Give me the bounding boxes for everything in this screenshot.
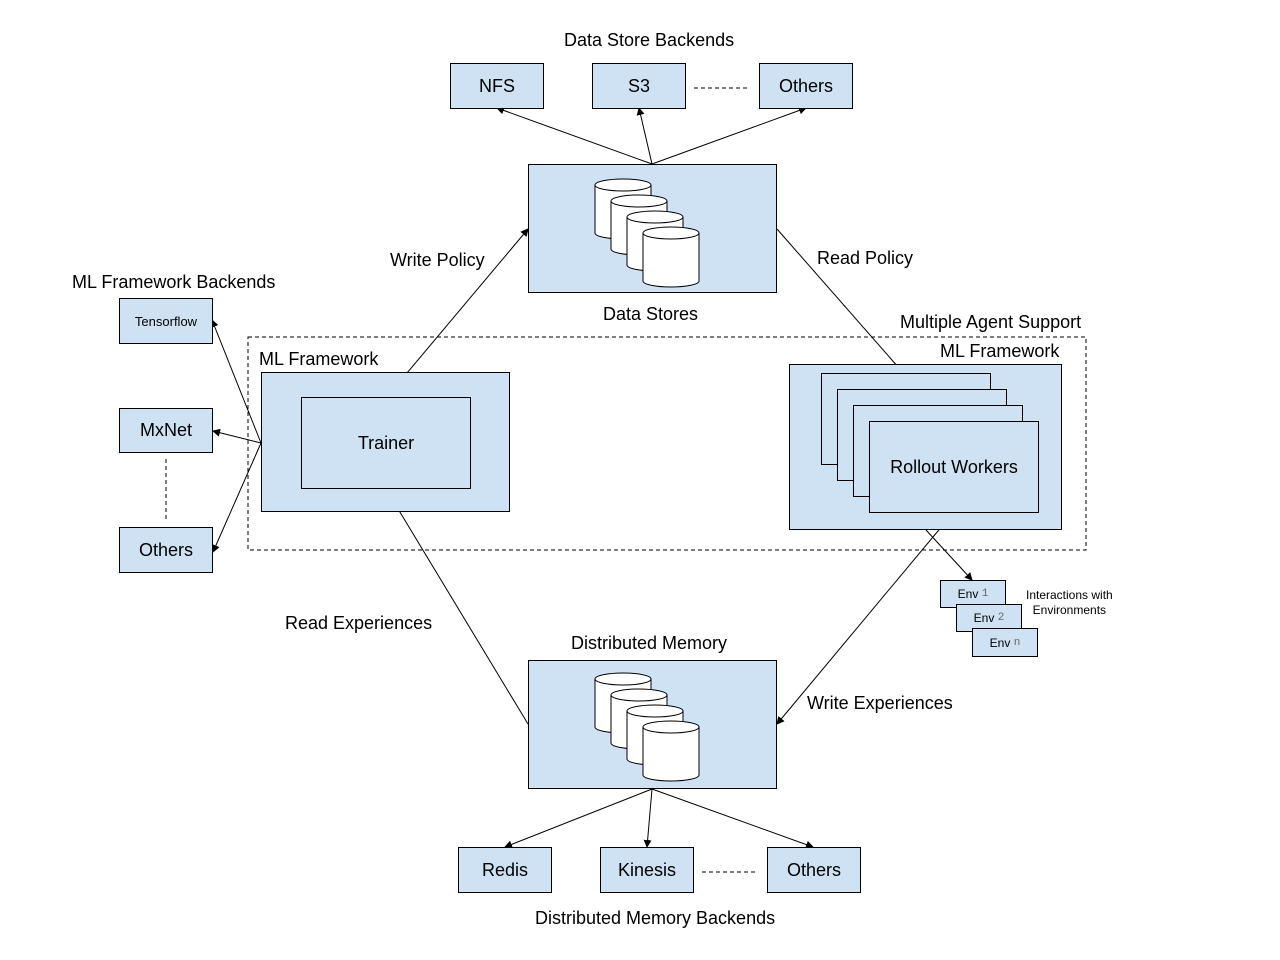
framework-others-backend: Others xyxy=(119,527,213,573)
database-icon xyxy=(594,178,700,288)
datastore-others-backend: Others xyxy=(759,63,853,109)
kinesis-backend: Kinesis xyxy=(600,847,694,893)
trainer-box: Trainer xyxy=(301,397,471,489)
env-1-suffix: 1 xyxy=(981,588,989,600)
redis-backend: Redis xyxy=(458,847,552,893)
rollout-workers-box: Rollout Workers xyxy=(869,421,1039,513)
read-policy-label: Read Policy xyxy=(817,248,914,268)
tensorflow-backend: Tensorflow xyxy=(119,298,213,344)
memory-others-backend: Others xyxy=(767,847,861,893)
arrow-to-memory-others xyxy=(651,788,814,849)
arrow-to-environments xyxy=(925,529,973,581)
multi-agent-label: Multiple Agent Support xyxy=(900,312,1082,332)
env-n-prefix: Env xyxy=(989,635,1011,650)
arrow-to-nfs xyxy=(496,106,653,165)
arrow-to-kinesis xyxy=(643,788,653,848)
read-experiences-label: Read Experiences xyxy=(285,613,433,633)
env-2-prefix: Env xyxy=(973,611,995,625)
read-experiences-arrow xyxy=(385,488,529,725)
read-policy-arrow xyxy=(776,228,907,377)
environments-caption-line2: Environments xyxy=(1032,603,1107,617)
distributed-memory-backends-title: Distributed Memory Backends xyxy=(535,908,776,928)
env-n-suffix: n xyxy=(1013,636,1021,649)
write-experiences-label: Write Experiences xyxy=(807,693,953,713)
multi-agent-region xyxy=(247,336,1087,551)
nfs-backend: NFS xyxy=(450,63,544,109)
write-policy-label: Write Policy xyxy=(390,250,485,270)
environments-caption-line1: Interactions with xyxy=(1026,588,1113,602)
write-policy-arrow xyxy=(385,228,529,399)
distributed-memory-label: Distributed Memory xyxy=(571,633,728,653)
s3-backend: S3 xyxy=(592,63,686,109)
arrow-to-framework-others xyxy=(212,442,262,553)
arrow-to-mxnet xyxy=(212,428,262,444)
distributed-memory-box xyxy=(528,660,777,789)
data-store-backends-title: Data Store Backends xyxy=(564,30,735,50)
ml-framework-backends-title: ML Framework Backends xyxy=(72,272,276,292)
env-1-prefix: Env xyxy=(957,587,979,601)
data-stores-box xyxy=(528,164,777,293)
mxnet-backend: MxNet xyxy=(119,408,213,453)
environments-caption: Interactions with Environments xyxy=(1026,588,1113,618)
arrow-to-datastore-others xyxy=(651,106,807,165)
rollout-framework-label: ML Framework xyxy=(940,341,1060,361)
write-experiences-arrow xyxy=(776,512,954,725)
env-n: Env n xyxy=(972,628,1038,657)
data-stores-label: Data Stores xyxy=(603,304,699,324)
arrow-to-redis xyxy=(504,788,653,849)
arrow-to-tensorflow xyxy=(210,319,262,444)
arrow-to-s3 xyxy=(636,107,653,165)
env-2-suffix: 2 xyxy=(997,612,1005,624)
trainer-framework-label: ML Framework xyxy=(259,349,379,369)
database-icon xyxy=(594,672,700,782)
